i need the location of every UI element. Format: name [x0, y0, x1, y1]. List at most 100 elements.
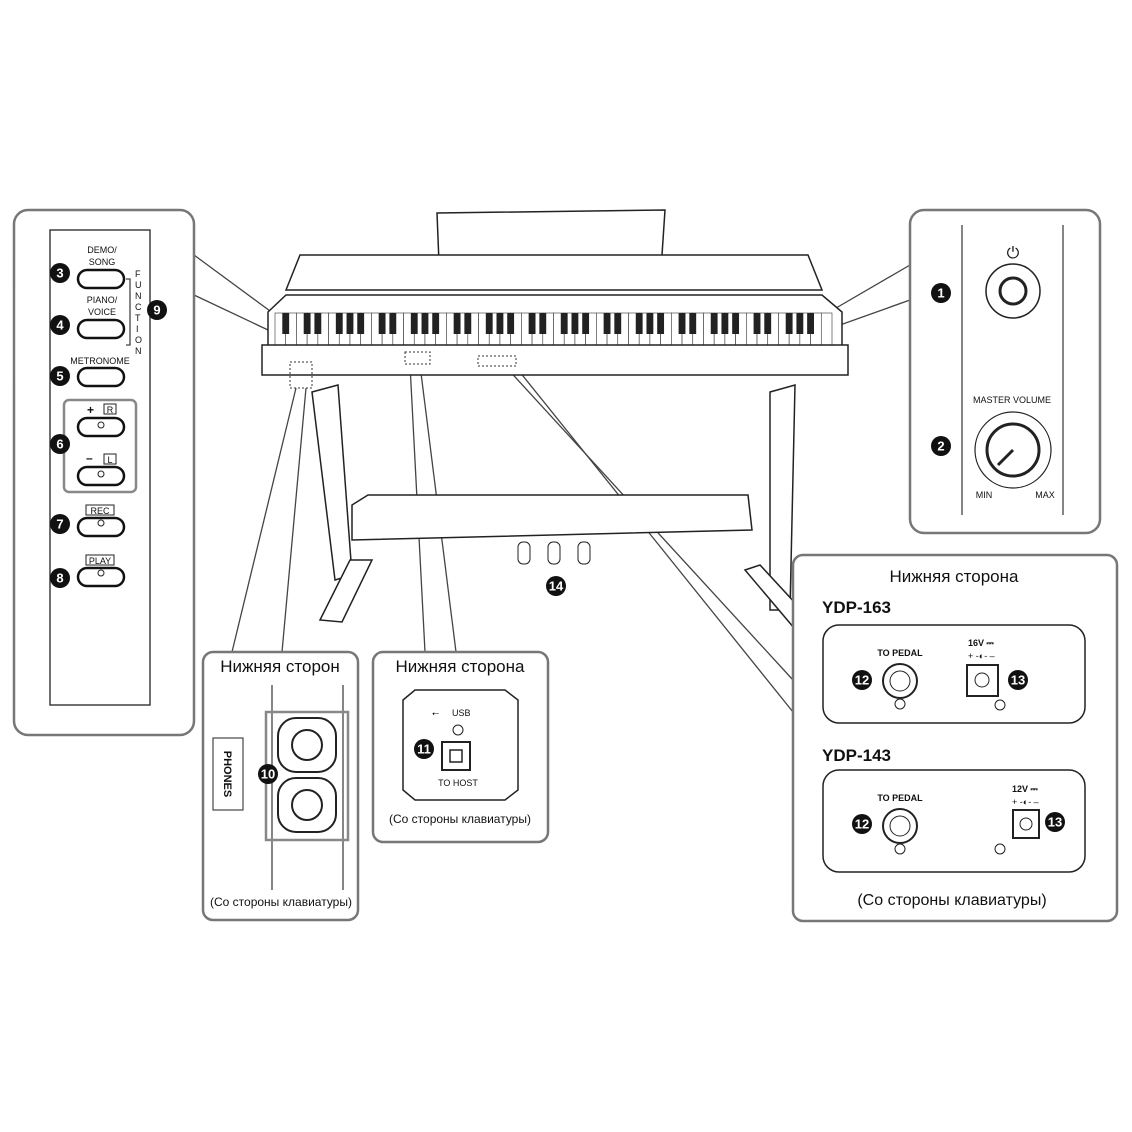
svg-text:REC: REC: [90, 506, 110, 516]
rec-button[interactable]: [76, 516, 126, 538]
keyboard: [274, 312, 833, 348]
black-key: [732, 313, 740, 334]
metronome-button[interactable]: [76, 366, 126, 388]
svg-text:Нижняя сторона: Нижняя сторона: [890, 567, 1020, 586]
svg-text:4: 4: [56, 318, 64, 333]
black-key: [346, 313, 354, 334]
power-symbol: ⏻: [1007, 245, 1020, 262]
svg-text:N: N: [135, 291, 142, 301]
svg-text:2: 2: [937, 439, 944, 454]
svg-text:TO PEDAL: TO PEDAL: [877, 793, 923, 803]
svg-text:8: 8: [56, 571, 63, 586]
demo-song-button[interactable]: [76, 268, 126, 290]
svg-text:3: 3: [56, 266, 63, 281]
phones-jack-1[interactable]: [277, 717, 337, 773]
black-key: [657, 313, 665, 334]
black-key: [678, 313, 686, 334]
callout-2: 2: [931, 436, 951, 456]
pedal-board: [351, 494, 753, 541]
svg-text:5: 5: [56, 369, 63, 384]
black-key: [807, 313, 815, 334]
right-leg: [769, 384, 796, 611]
callout-14: 14: [546, 576, 566, 596]
callout-11: 11: [414, 739, 434, 759]
piano-illustration: [261, 209, 849, 636]
svg-text:YDP-143: YDP-143: [822, 746, 891, 765]
callout-13: 13: [1045, 812, 1065, 832]
black-key: [764, 313, 772, 334]
black-key: [646, 313, 654, 334]
svg-text:16V ⎓: 16V ⎓: [968, 638, 995, 648]
svg-text:9: 9: [153, 303, 160, 318]
control-panel-left: DEMO/ SONG PIANO/ VOICE F U N C T I O N …: [12, 208, 196, 737]
callout-12: 12: [852, 814, 872, 834]
black-key: [485, 313, 493, 334]
piano-lid: [284, 254, 824, 291]
svg-text:MAX: MAX: [1035, 490, 1055, 500]
black-key: [357, 313, 365, 334]
black-key: [421, 313, 429, 334]
svg-text:T: T: [135, 313, 141, 323]
svg-text:12: 12: [855, 673, 869, 688]
black-key: [571, 313, 579, 334]
svg-text:+ -◐- –: + -◐- –: [968, 651, 995, 661]
callout-10: 10: [258, 764, 278, 784]
pedals: [517, 541, 591, 565]
svg-text:PHONES: PHONES: [221, 751, 233, 797]
callout-6: 6: [50, 434, 70, 454]
black-key: [603, 313, 611, 334]
svg-text:PIANO/: PIANO/: [87, 295, 118, 305]
svg-text:+: +: [87, 403, 94, 417]
svg-text:11: 11: [417, 742, 431, 757]
svg-text:METRONOME: METRONOME: [70, 356, 130, 366]
black-key: [303, 313, 311, 334]
key-slip: [261, 344, 849, 376]
svg-text:C: C: [135, 302, 142, 312]
black-key: [796, 313, 804, 334]
black-key: [528, 313, 536, 334]
svg-text:(Со стороны клавиатуры): (Со стороны клавиатуры): [389, 812, 531, 826]
svg-text:L: L: [107, 455, 112, 465]
svg-text:U: U: [135, 280, 142, 290]
callout-12: 12: [852, 670, 872, 690]
svg-text:Нижняя сторона: Нижняя сторона: [396, 657, 526, 676]
svg-text:–: –: [86, 451, 93, 465]
black-key: [389, 313, 397, 334]
power-volume-panel: ⏻ MASTER VOLUME MIN MAX: [908, 208, 1102, 535]
black-key: [496, 313, 504, 334]
phones-jack-2[interactable]: [277, 777, 337, 833]
left-leg: [311, 384, 353, 581]
svg-text:13: 13: [1011, 673, 1025, 688]
callout-7: 7: [50, 514, 70, 534]
callout-9: 9: [147, 300, 167, 320]
black-key: [710, 313, 718, 334]
play-button[interactable]: [76, 566, 126, 588]
svg-text:MASTER VOLUME: MASTER VOLUME: [973, 395, 1051, 405]
left-foot: [318, 559, 374, 623]
callout-5: 5: [50, 366, 70, 386]
function-bracket: [126, 278, 131, 346]
black-key: [335, 313, 343, 334]
black-key: [453, 313, 461, 334]
black-key: [785, 313, 793, 334]
svg-text:R: R: [107, 405, 114, 415]
svg-text:10: 10: [261, 767, 275, 782]
svg-text:TO PEDAL: TO PEDAL: [877, 648, 923, 658]
black-key: [753, 313, 761, 334]
piano-voice-button[interactable]: [76, 318, 126, 340]
callout-13: 13: [1008, 670, 1028, 690]
black-key: [507, 313, 515, 334]
black-key: [635, 313, 643, 334]
dc-pedal-panel: Нижняя сторона YDP-163 TO PEDAL 16V ⎓ + …: [791, 553, 1119, 923]
black-key: [432, 313, 440, 334]
svg-text:(Со стороны клавиатуры): (Со стороны клавиатуры): [210, 895, 352, 909]
white-key: [820, 312, 833, 348]
svg-text:MIN: MIN: [976, 490, 993, 500]
svg-text:⭠: ⭠: [432, 708, 439, 718]
svg-text:Нижняя сторон: Нижняя сторон: [220, 657, 340, 676]
callout-4: 4: [50, 315, 70, 335]
svg-text:O: O: [135, 335, 142, 345]
